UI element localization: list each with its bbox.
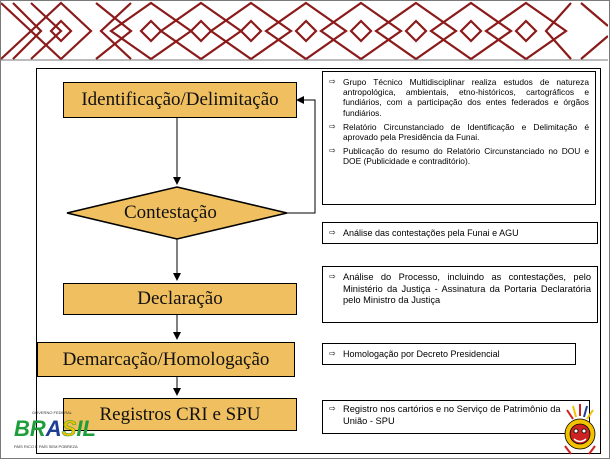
note-item: ⇨ Relatório Circunstanciado de Identific… xyxy=(329,122,589,142)
note-text: Homologação por Decreto Presidencial xyxy=(343,348,500,359)
funai-emblem-icon xyxy=(564,404,596,455)
note-text: Grupo Técnico Multidisciplinar realiza e… xyxy=(343,77,589,118)
decorative-banner xyxy=(1,1,608,61)
contestacao-label: Contestação xyxy=(124,202,217,223)
note-item: ⇨ Publicação do resumo do Relatório Circ… xyxy=(329,146,589,166)
arrow-right-icon: ⇨ xyxy=(329,77,336,86)
logo-top-text: GOVERNO FEDERAL xyxy=(32,410,73,415)
declaracao-box: Declaração xyxy=(63,283,297,315)
note-text: Registro nos cartórios e no Serviço de P… xyxy=(343,404,561,426)
note-item: ⇨ Análise do Processo, incluindo as cont… xyxy=(329,272,591,307)
registros-note: ⇨ Registro nos cartórios e no Serviço de… xyxy=(322,400,590,434)
demarcacao-note: ⇨ Homologação por Decreto Presidencial xyxy=(322,343,576,365)
contestacao-note: ⇨ Análise das contestações pela Funai e … xyxy=(322,222,598,244)
identificacao-box: Identificação/Delimitação xyxy=(63,82,297,118)
note-text: Análise das contestações pela Funai e AG… xyxy=(343,227,519,238)
arrow-right-icon: ⇨ xyxy=(329,272,336,281)
brasil-logo: GOVERNO FEDERAL BRASIL PAÍS RICO É PAÍS … xyxy=(12,410,120,454)
arrow-right-icon: ⇨ xyxy=(329,227,336,237)
declaracao-note: ⇨ Análise do Processo, incluindo as cont… xyxy=(322,266,598,323)
logo-word: BRASIL xyxy=(14,416,96,442)
arrow-right-icon: ⇨ xyxy=(329,146,336,156)
note-item: ⇨ Registro nos cartórios e no Serviço de… xyxy=(329,404,583,427)
logo-tagline: PAÍS RICO É PAÍS SEM POBREZA xyxy=(14,444,78,449)
demarcacao-box: Demarcação/Homologação xyxy=(37,342,295,377)
identificacao-note: ⇨ Grupo Técnico Multidisciplinar realiza… xyxy=(322,71,596,205)
arrow-right-icon: ⇨ xyxy=(329,404,336,413)
arrow-right-icon: ⇨ xyxy=(329,348,336,358)
arrow-right-icon: ⇨ xyxy=(329,121,336,131)
note-text: Relatório Circunstanciado de Identificaç… xyxy=(343,121,589,143)
note-text: Publicação do resumo do Relatório Circun… xyxy=(343,146,589,167)
note-item: ⇨ Grupo Técnico Multidisciplinar realiza… xyxy=(329,77,589,118)
note-text: Análise do Processo, incluindo as contes… xyxy=(343,272,591,305)
registros-box: Registros CRI e SPU xyxy=(63,398,297,431)
